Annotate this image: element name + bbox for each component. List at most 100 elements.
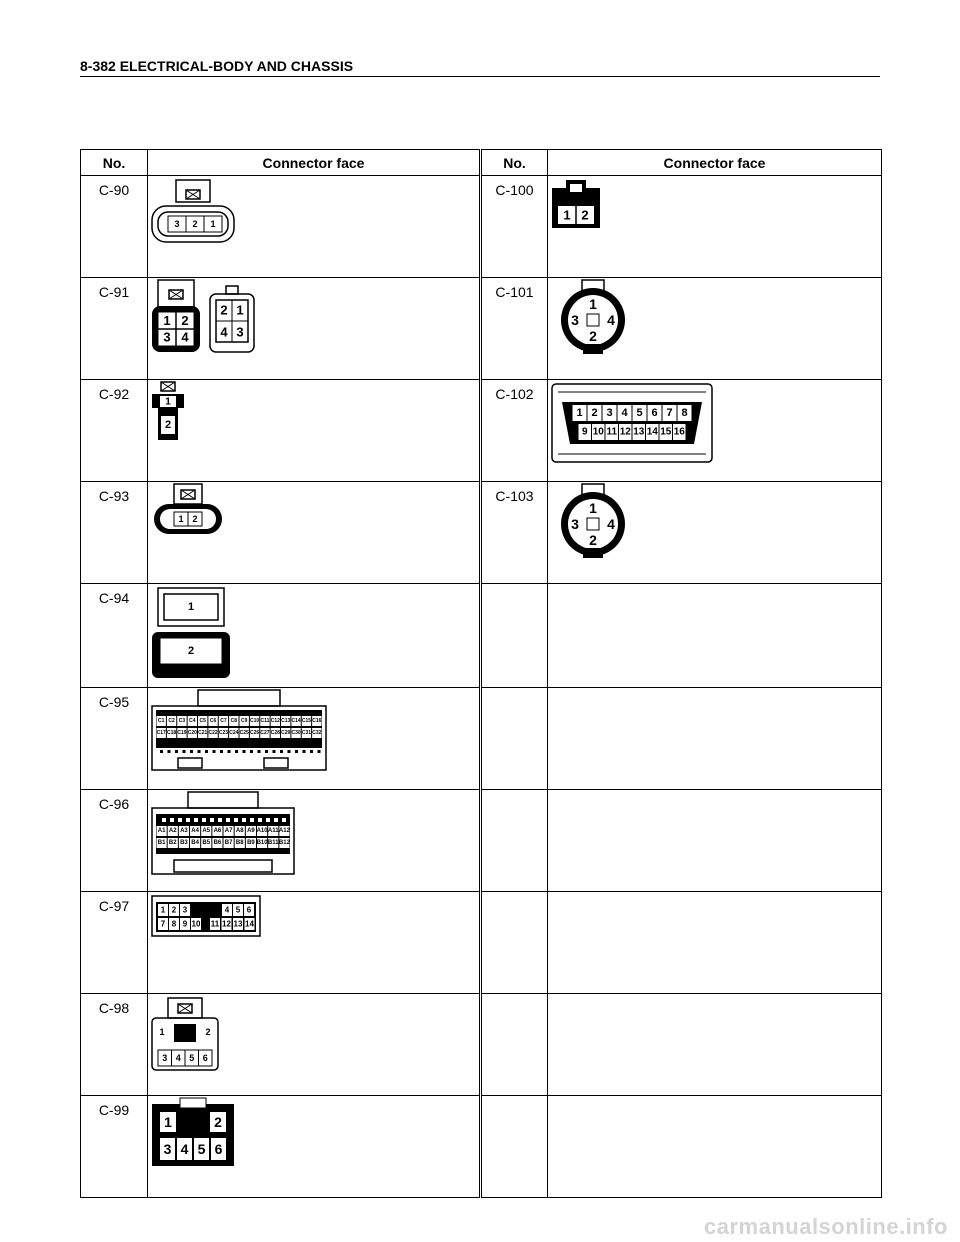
pin-label: 10 [192, 920, 201, 929]
pin-label: 4 [181, 330, 189, 345]
connector-face-cell [547, 1095, 882, 1198]
pin-label: 13 [633, 427, 645, 438]
connector-number: C-101 [480, 277, 548, 380]
pin-label: C15 [302, 718, 311, 724]
pin-label: A12 [279, 828, 291, 834]
pin-label: 4 [220, 325, 228, 340]
pin-label: 2 [589, 532, 597, 548]
pin-label: B9 [247, 840, 255, 846]
pin-label: C7 [220, 718, 227, 724]
connector-face-cell [547, 583, 882, 688]
pin-label: 2 [214, 1114, 222, 1130]
pin-label: C13 [281, 718, 290, 724]
pin-label: 13 [234, 920, 243, 929]
table-header-row: No. Connector face No. Connector face [80, 149, 882, 176]
pin-label: C14 [291, 718, 300, 724]
pin-label: 11 [211, 920, 220, 929]
pin-label: C11 [260, 718, 269, 724]
connector-3pin-oval-icon: 3 2 1 [151, 179, 235, 243]
pin-label: 4 [621, 407, 628, 419]
connector-number: C-98 [80, 993, 148, 1096]
connector-number: C-97 [80, 891, 148, 994]
pin-label: 2 [589, 328, 597, 344]
pin-label: 1 [576, 407, 582, 419]
pin-label: C22 [208, 730, 217, 736]
watermark: carmanualsonline.info [704, 1214, 948, 1239]
connector-table: No. Connector face No. Connector face C-… [80, 149, 882, 1198]
connector-number: C-94 [80, 583, 148, 688]
column-header-connector-face: Connector face [147, 149, 482, 176]
pin-label: B1 [158, 840, 166, 846]
pin-label: C21 [198, 730, 207, 736]
connector-face-cell: 3 2 1 [147, 175, 482, 278]
pin-label: 3 [164, 1141, 172, 1157]
pin-label: 3 [183, 906, 188, 915]
pin-label: 2 [172, 906, 177, 915]
pin-label: 1 [178, 514, 183, 524]
pin-label: C12 [271, 718, 280, 724]
pin-label: C8 [231, 718, 238, 724]
pin-label: 4 [607, 312, 615, 328]
pin-label: 4 [607, 516, 615, 532]
connector-2pin-stacked-icon: 12 [152, 587, 230, 678]
pin-label: C31 [302, 730, 311, 736]
pin-label: 3 [174, 219, 179, 229]
pin-label: 5 [236, 906, 241, 915]
pin-label: C10 [250, 718, 259, 724]
pin-label: C23 [219, 730, 228, 736]
pin-label: B10 [257, 840, 269, 846]
pin-label: C27 [260, 730, 269, 736]
pin-label: 10 [593, 427, 605, 438]
pin-label: C18 [167, 730, 176, 736]
pin-label: A3 [180, 828, 188, 834]
connector-face-cell [547, 891, 882, 994]
pin-label: 12 [620, 427, 632, 438]
pin-label: C28 [271, 730, 280, 736]
connector-face-cell [547, 789, 882, 892]
pin-label: 6 [215, 1141, 223, 1157]
pin-label: 1 [563, 208, 570, 223]
pin-label: 4 [181, 1141, 189, 1157]
connector-number [480, 891, 548, 994]
pin-label: 5 [189, 1053, 194, 1063]
pin-label: 2 [591, 407, 597, 419]
pin-label: C20 [188, 730, 197, 736]
connector-number: C-103 [480, 481, 548, 584]
pin-label: C16 [312, 718, 321, 724]
pin-label: 7 [161, 920, 166, 929]
pin-label: C3 [179, 718, 186, 724]
pin-label: 2 [581, 208, 588, 223]
pin-label: B2 [169, 840, 177, 846]
pin-label: 1 [163, 313, 170, 328]
pin-label: 2 [192, 219, 197, 229]
pin-label: 6 [651, 407, 657, 419]
pin-label: A9 [247, 828, 255, 834]
column-header-connector-face: Connector face [547, 149, 882, 176]
pin-label: C24 [229, 730, 238, 736]
pin-label: 1 [210, 219, 215, 229]
pin-label: A1 [158, 828, 166, 834]
pin-label: 15 [660, 427, 672, 438]
connector-number [480, 993, 548, 1096]
pin-label: 2 [188, 645, 194, 657]
pin-label: C29 [281, 730, 290, 736]
pin-label: C26 [250, 730, 259, 736]
pin-label: 3 [163, 330, 170, 345]
connector-number: C-95 [80, 687, 148, 790]
